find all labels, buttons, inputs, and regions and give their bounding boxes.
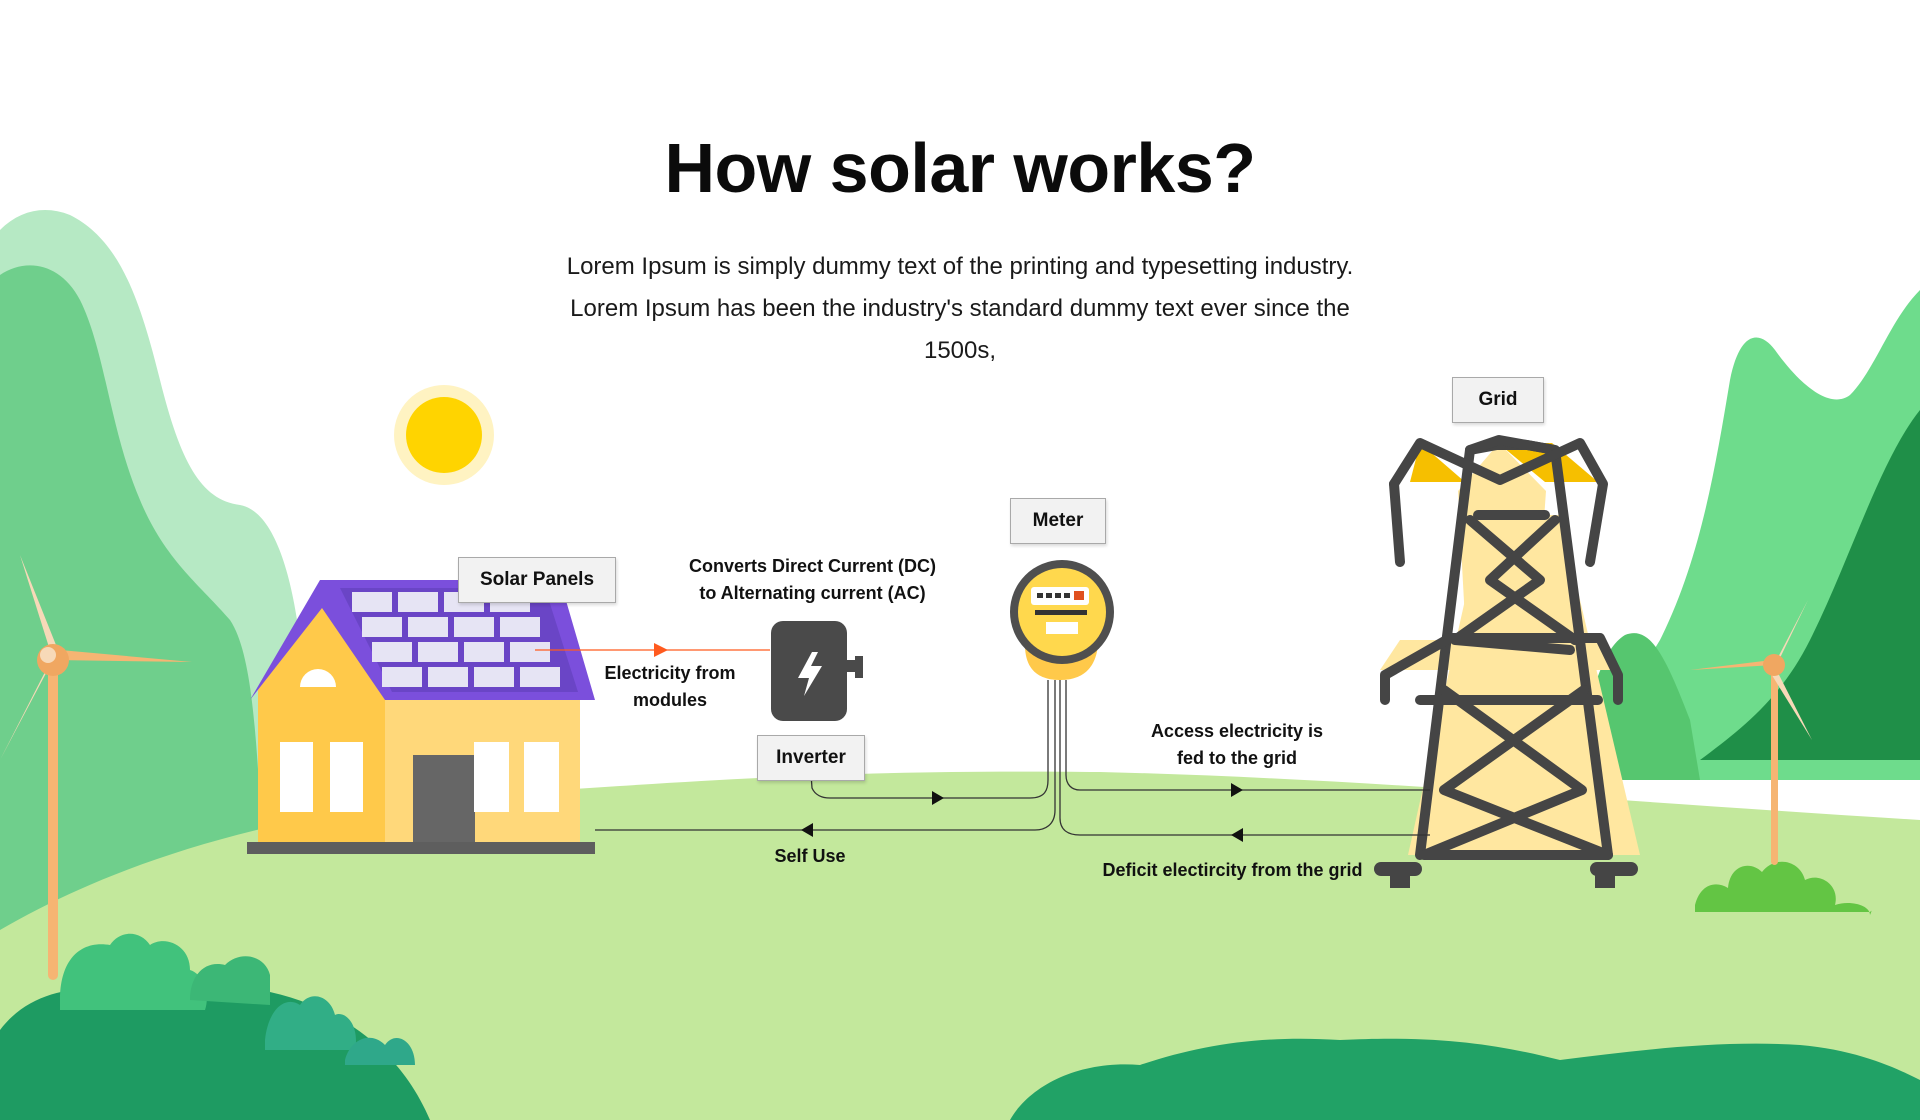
foreground-bush-right [1010, 1038, 1920, 1120]
deficit-caption: Deficit electircity from the grid [1102, 860, 1363, 880]
meter-label: Meter [1010, 498, 1106, 544]
right-bush [1695, 861, 1872, 915]
arrows [654, 643, 1243, 842]
meter-to-house-line [595, 680, 1056, 831]
meter-to-grid-export-line [1065, 680, 1430, 791]
description-line: 1500s, [923, 337, 997, 364]
arrow-to-inverter [654, 643, 668, 657]
left-wind-turbine [0, 555, 192, 980]
arrow-to-meter [932, 791, 944, 805]
self-use-caption: Self Use [774, 846, 846, 866]
access-electricity-caption: Access electricity is fed to the grid [1150, 721, 1324, 768]
page-title: How solar works? [664, 129, 1256, 207]
house-icon [247, 580, 595, 854]
description-line: Lorem Ipsum has been the industry's stan… [570, 295, 1350, 322]
inverter-icon [771, 621, 863, 760]
arrow-to-house [801, 823, 813, 837]
solar-panel-cells [352, 592, 560, 687]
meter-icon [1010, 560, 1114, 680]
description-line: Lorem Ipsum is simply dummy text of the … [566, 253, 1354, 280]
arrow-to-grid [1231, 783, 1243, 797]
grid-label: Grid [1452, 377, 1544, 423]
inverter-caption: Converts Direct Current (DC) to Alternat… [688, 556, 937, 603]
inverter-label: Inverter [757, 735, 865, 781]
solar-panels-label: Solar Panels [458, 557, 616, 603]
right-wind-turbine [1690, 600, 1812, 865]
page-description: Lorem Ipsum is simply dummy text of the … [520, 246, 1400, 372]
connection-lines [535, 649, 1430, 836]
arrow-from-grid [1231, 828, 1243, 842]
left-bushes [60, 933, 415, 1065]
grid-to-meter-import-line [1059, 680, 1430, 836]
sun-icon [394, 385, 494, 485]
inverter-to-meter-line [809, 680, 1049, 799]
transmission-tower-icon [1374, 435, 1640, 888]
right-mountain-front [1700, 410, 1920, 760]
electricity-from-modules-caption: Electricity from modules [604, 663, 736, 710]
